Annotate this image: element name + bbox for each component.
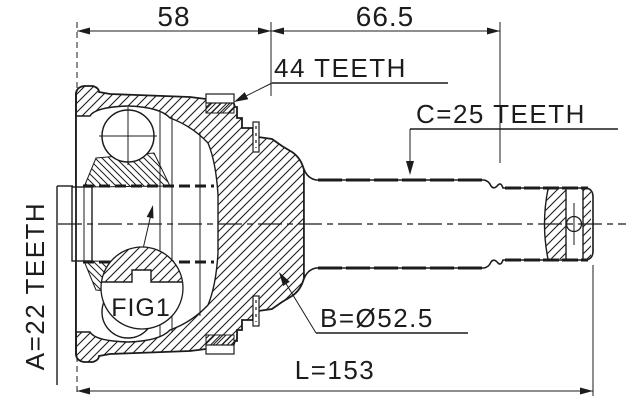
dimensions: 58 66.5 44 TEETH C=25 TEETH A=22 TEETH [20, 1, 618, 396]
dimension-58: 58 [77, 1, 271, 35]
dim-l-153-value: L=153 [295, 355, 376, 385]
fig1-leader-arrow [146, 205, 154, 219]
fig1-label: FIG1 [111, 294, 171, 322]
callout-a-22-label: A=22 TEETH [20, 202, 50, 370]
callout-c-25-label: C=25 TEETH [416, 99, 586, 129]
dimension-l-153: L=153 [77, 355, 593, 395]
dim-66-5-value: 66.5 [356, 1, 415, 32]
dim-58-value: 58 [157, 1, 190, 32]
boot-flange-bottom [252, 295, 260, 327]
fig1-balloon [100, 205, 184, 330]
callout-b-diameter: B=Ø52.5 [279, 272, 468, 334]
dimension-66-5: 66.5 [271, 1, 500, 35]
callout-c-25-teeth: C=25 TEETH [406, 99, 618, 175]
callout-b-label: B=Ø52.5 [320, 303, 434, 333]
tone-ring-bottom [205, 334, 235, 355]
callout-44-teeth-label: 44 TEETH [274, 53, 407, 83]
callout-44-teeth: 44 TEETH [234, 53, 448, 102]
callout-a-22-teeth: A=22 TEETH [20, 185, 73, 385]
boot-flange-top [252, 121, 260, 153]
tone-ring-top [205, 93, 235, 114]
cv-joint-part [58, 85, 626, 363]
